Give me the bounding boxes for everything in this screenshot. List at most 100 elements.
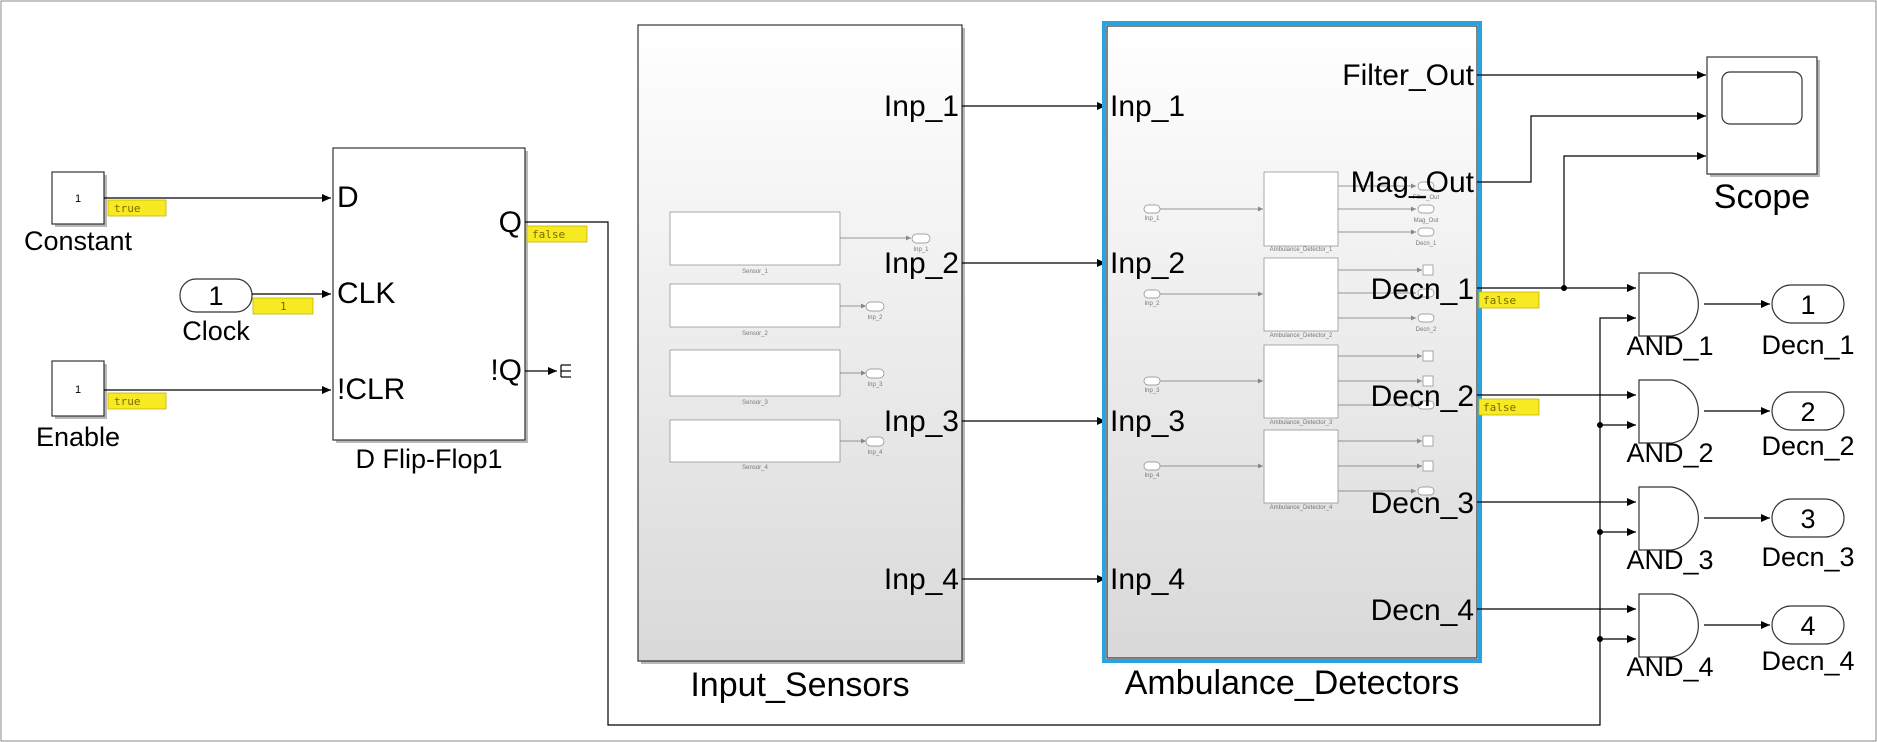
svg-text:true: true <box>114 395 141 408</box>
terminator-icon <box>560 364 571 378</box>
svg-text:Decn_2: Decn_2 <box>1416 327 1437 333</box>
enable-signal-tag: true <box>107 392 167 410</box>
and-gate-3[interactable] <box>1638 486 1699 551</box>
outport-decn2[interactable]: 2 <box>1771 391 1845 431</box>
svg-text:false: false <box>1483 294 1516 307</box>
clock-inport[interactable]: 1 <box>179 278 253 313</box>
q-signal-tag: false <box>526 225 588 243</box>
input-sensors-preview: Sensor_1 Sensor_2 Sensor_3 Sensor_4 Inp_… <box>669 211 931 471</box>
wire-mag-out[interactable] <box>1477 112 1706 183</box>
svg-text:Mag_Out: Mag_Out <box>1414 218 1439 224</box>
clock-number: 1 <box>208 281 223 311</box>
svg-text:Ambulance_Detector_3: Ambulance_Detector_3 <box>1270 420 1333 426</box>
ad-port-inp3: Inp_3 <box>1110 405 1185 438</box>
svg-text:Inp_1: Inp_1 <box>913 247 929 253</box>
junction-dot <box>1597 636 1603 642</box>
svg-text:Ambulance_Detector_1: Ambulance_Detector_1 <box>1270 247 1333 253</box>
outport-number: 3 <box>1800 504 1815 534</box>
scope-screen-icon <box>1721 71 1803 125</box>
input-sensors-label: Input_Sensors <box>690 666 909 704</box>
decn1-signal-tag: false <box>1478 291 1540 309</box>
scope-label: Scope <box>1714 178 1810 216</box>
and-label: AND_2 <box>1626 438 1713 468</box>
ff-port-q: Q <box>499 206 522 239</box>
outport-label: Decn_1 <box>1761 330 1854 360</box>
outport-label: Decn_2 <box>1761 431 1854 461</box>
sensor-name: Sensor_1 <box>742 269 768 275</box>
constant-signal-tag: true <box>107 199 167 217</box>
input-sensors-subsystem[interactable]: Sensor_1 Sensor_2 Sensor_3 Sensor_4 Inp_… <box>637 24 965 664</box>
svg-text:Filter_Out: Filter_Out <box>1413 195 1440 201</box>
ad-port-decn2: Decn_2 <box>1371 380 1474 413</box>
wire-decn1-scope[interactable] <box>1563 152 1706 288</box>
is-port-inp1: Inp_1 <box>884 90 959 123</box>
selection-highlight <box>1102 21 1482 663</box>
constant-block[interactable]: 1 <box>51 171 107 227</box>
enable-label: Enable <box>36 422 120 452</box>
svg-text:Decn_1: Decn_1 <box>1416 241 1437 247</box>
ad-port-inp1: Inp_1 <box>1110 90 1185 123</box>
junction-dot <box>1597 422 1603 428</box>
wire-q-and-feedback[interactable] <box>525 221 1636 726</box>
and-label: AND_3 <box>1626 545 1713 575</box>
svg-text:false: false <box>532 228 565 241</box>
ad-port-inp4: Inp_4 <box>1110 563 1185 596</box>
ad-port-decn1: Decn_1 <box>1371 273 1474 306</box>
and-gate-1[interactable] <box>1638 272 1699 337</box>
and-gate-2[interactable] <box>1638 379 1699 444</box>
ad-port-decn3: Decn_3 <box>1371 487 1474 520</box>
svg-text:false: false <box>1483 401 1516 414</box>
svg-text:true: true <box>114 202 141 215</box>
outport-number: 1 <box>1800 290 1815 320</box>
svg-text:Inp_4: Inp_4 <box>867 450 883 456</box>
enable-block[interactable]: 1 <box>51 360 107 419</box>
and-gate-4[interactable] <box>1638 593 1699 658</box>
outport-label: Decn_4 <box>1761 646 1854 676</box>
sensor-name: Sensor_2 <box>742 331 768 337</box>
outport-number: 2 <box>1800 397 1815 427</box>
clock-signal-tag: 1 <box>252 297 314 315</box>
d-flip-flop-block[interactable]: D CLK !CLR Q !Q <box>332 147 528 443</box>
svg-text:Ambulance_Detector_2: Ambulance_Detector_2 <box>1270 333 1333 339</box>
svg-text:Inp_1: Inp_1 <box>1144 216 1160 222</box>
svg-text:Inp_3: Inp_3 <box>1144 388 1160 394</box>
ambulance-detectors-preview: Ambulance_Detector_1 Ambulance_Detector_… <box>1143 171 1440 511</box>
scope-block[interactable] <box>1706 56 1820 177</box>
ambulance-detectors-subsystem[interactable]: Ambulance_Detector_1 Ambulance_Detector_… <box>1102 21 1482 663</box>
outport-decn3[interactable]: 3 <box>1771 498 1845 538</box>
ambulance-detectors-label: Ambulance_Detectors <box>1125 664 1460 702</box>
and-label: AND_4 <box>1626 652 1713 682</box>
sensor-name: Sensor_3 <box>742 400 768 406</box>
ad-port-filter-out: Filter_Out <box>1342 59 1474 92</box>
outport-decn4[interactable]: 4 <box>1771 605 1845 645</box>
is-port-inp2: Inp_2 <box>884 247 959 280</box>
junction-dot <box>1597 529 1603 535</box>
and-label: AND_1 <box>1626 331 1713 361</box>
svg-text:Ambulance_Detector_4: Ambulance_Detector_4 <box>1270 505 1333 511</box>
ff-port-clr: !CLR <box>337 373 405 406</box>
svg-text:Inp_2: Inp_2 <box>867 315 883 321</box>
outport-decn1[interactable]: 1 <box>1771 284 1845 324</box>
ad-port-inp2: Inp_2 <box>1110 247 1185 280</box>
ad-port-decn4: Decn_4 <box>1371 594 1474 627</box>
ff-port-d: D <box>337 181 359 214</box>
svg-text:Inp_4: Inp_4 <box>1144 473 1160 479</box>
outport-label: Decn_3 <box>1761 542 1854 572</box>
ff-port-nq: !Q <box>490 354 522 387</box>
outport-number: 4 <box>1800 611 1815 641</box>
constant-label: Constant <box>24 226 133 256</box>
flipflop-label: D Flip-Flop1 <box>355 444 502 474</box>
is-port-inp4: Inp_4 <box>884 563 959 596</box>
enable-value: 1 <box>75 384 81 396</box>
svg-text:1: 1 <box>280 300 287 313</box>
sensor-name: Sensor_4 <box>742 465 768 471</box>
svg-text:Inp_2: Inp_2 <box>1144 301 1160 307</box>
ad-port-mag-out: Mag_Out <box>1351 166 1475 199</box>
is-port-inp3: Inp_3 <box>884 405 959 438</box>
svg-text:Inp_3: Inp_3 <box>867 382 883 388</box>
decn2-signal-tag: false <box>1478 398 1540 416</box>
constant-value: 1 <box>75 193 81 205</box>
ff-port-clk: CLK <box>337 277 395 310</box>
